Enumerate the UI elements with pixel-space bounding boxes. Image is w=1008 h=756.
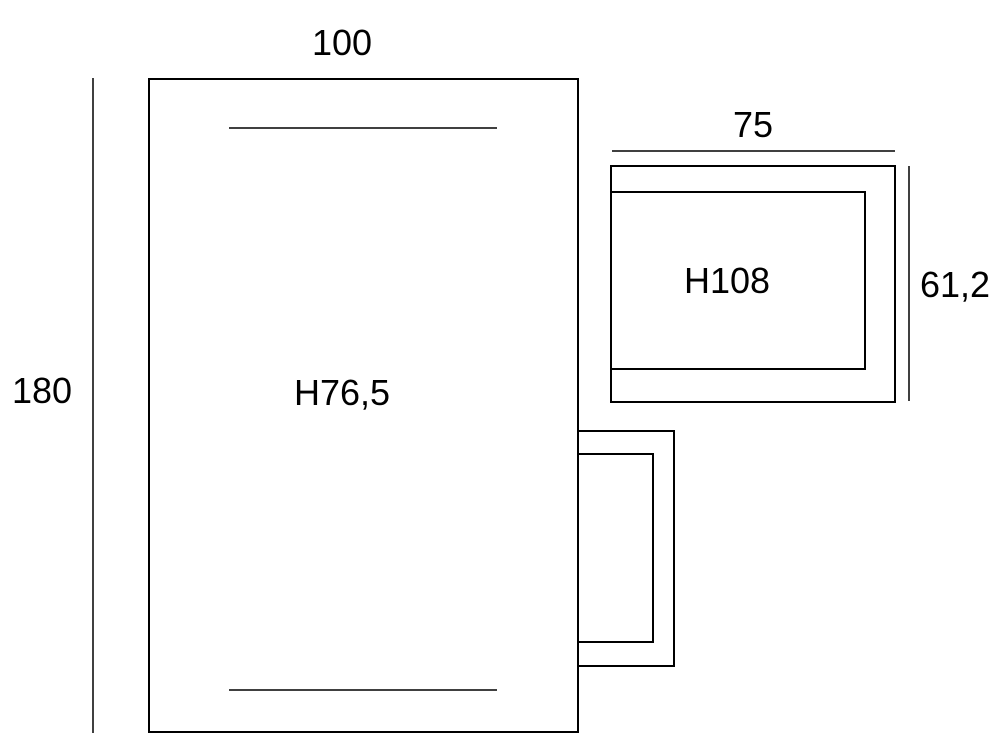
cabinet-depth-label: 61,2 — [920, 264, 990, 305]
desk-outline — [148, 78, 579, 733]
cabinet-inner — [610, 191, 866, 370]
desk-length-label: 180 — [12, 370, 72, 411]
desk-width-label: 100 — [312, 22, 372, 63]
cabinet-width-label: 75 — [733, 104, 773, 145]
cabinet-height-label: H108 — [684, 260, 770, 301]
side-unit-outer — [577, 430, 675, 667]
side-unit-inner — [577, 453, 654, 643]
desk-height-label: H76,5 — [294, 372, 390, 413]
